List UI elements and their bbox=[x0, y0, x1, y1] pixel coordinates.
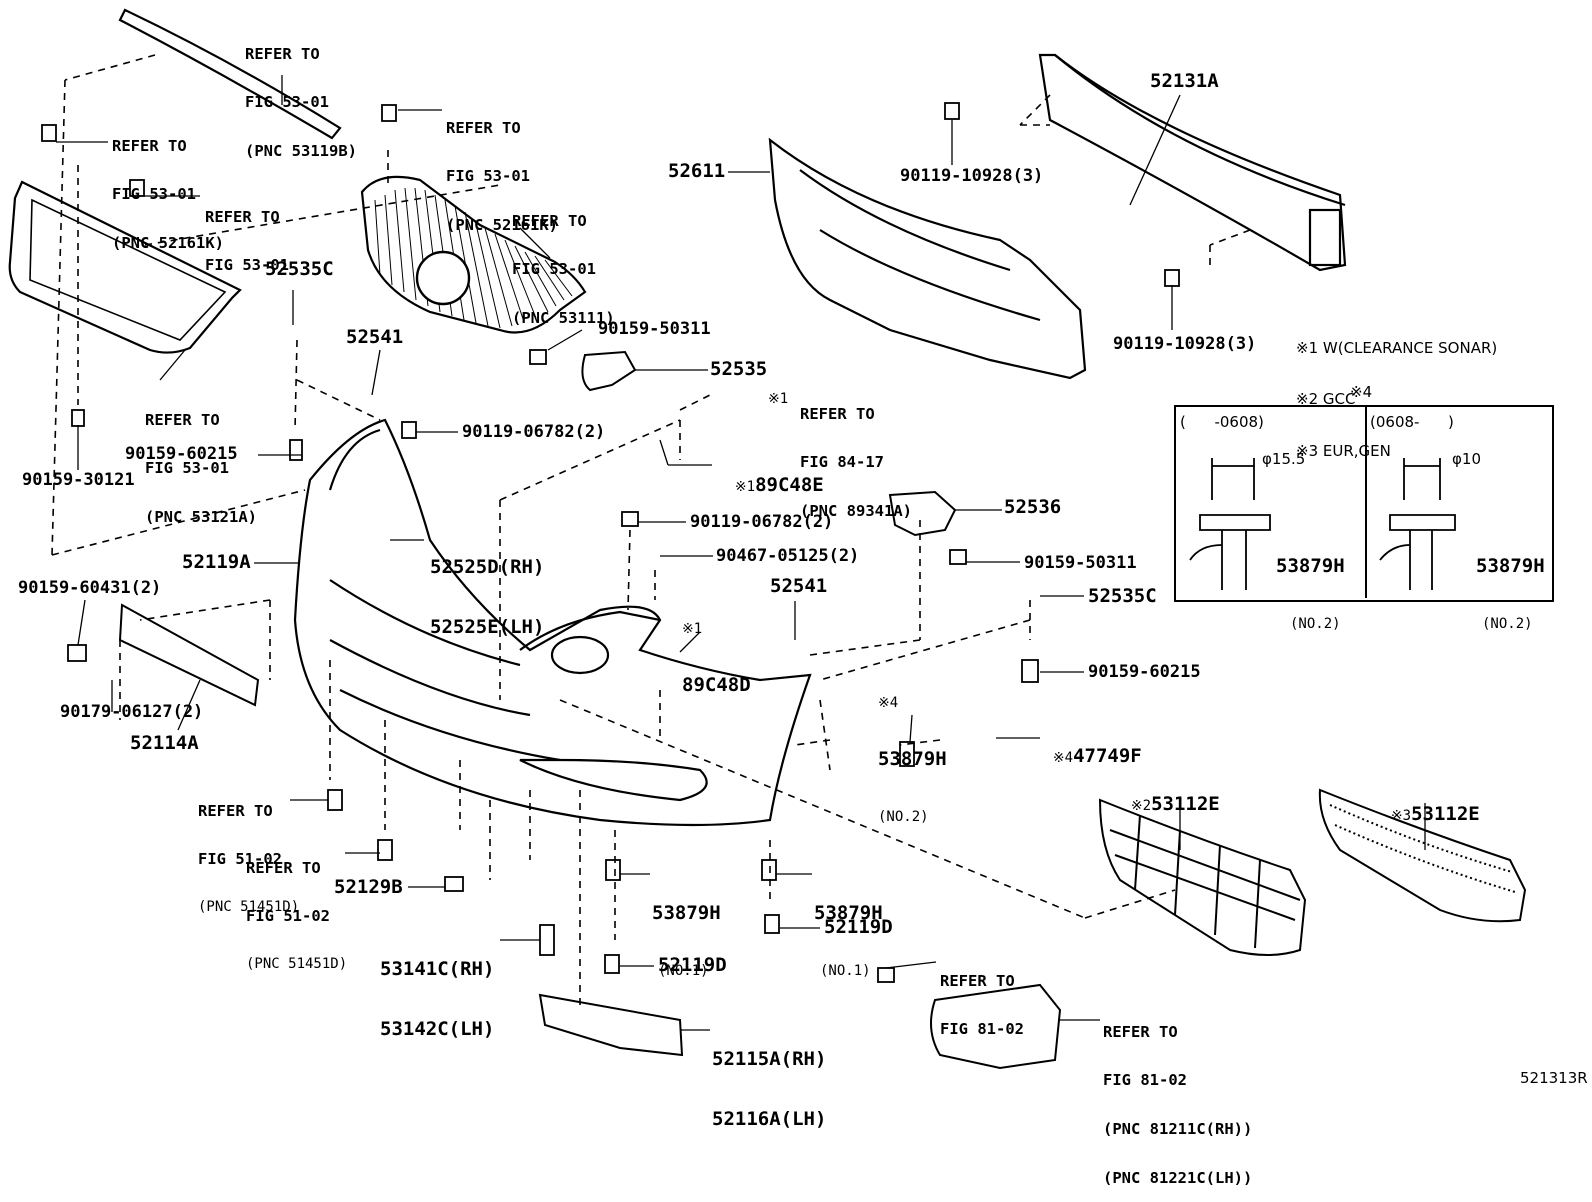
part-52536: 52536 bbox=[1004, 496, 1062, 518]
part-90159-30121: 90159-30121 bbox=[22, 470, 135, 490]
part-89C48E: ※189C48E bbox=[734, 473, 824, 496]
part-90119-06782-a: 90119-06782(2) bbox=[462, 422, 606, 442]
part-53879H-mid: ※4 53879H (NO.2) bbox=[878, 694, 947, 826]
ref-bolt-a: REFER TO FIG 51-02 (PNC 51451D) bbox=[198, 801, 300, 916]
inset-box bbox=[1174, 405, 1554, 602]
part-52129B: 52129B bbox=[334, 876, 403, 898]
part-90159-50311-top: 90159-50311 bbox=[598, 319, 711, 339]
part-89C48D: ※1 89C48D bbox=[682, 620, 751, 697]
part-90159-60215-right: 90159-60215 bbox=[1088, 662, 1201, 682]
part-47749F: ※447749F bbox=[1052, 744, 1142, 767]
grille-molding-shape bbox=[118, 8, 342, 140]
lower-grille-b-shape bbox=[1318, 788, 1527, 923]
part-52611: 52611 bbox=[668, 160, 726, 182]
license-bracket-shape bbox=[118, 603, 260, 707]
part-52541-top: 52541 bbox=[346, 326, 404, 348]
ref-clip-center: REFER TO FIG 53-01 (PNC 52161K) bbox=[446, 118, 558, 235]
diagram-id: 521313R bbox=[1520, 1069, 1588, 1087]
part-53112E-b: ※353112E bbox=[1390, 802, 1480, 825]
reinforcement-shape bbox=[1038, 53, 1347, 272]
part-90119-10928-top: 90119-10928(3) bbox=[900, 166, 1044, 186]
part-52525: 52525D(RH) 52525E(LH) bbox=[430, 555, 545, 638]
grille-shape bbox=[360, 175, 587, 334]
ref-bolt-b: REFER TO FIG 51-02 (PNC 51451D) bbox=[246, 858, 348, 973]
ref-screw-left: REFER TO FIG 53-01 bbox=[205, 207, 289, 275]
part-52119A: 52119A bbox=[182, 551, 251, 573]
parts-diagram-canvas: REFER TO FIG 53-01 (PNC 53119B) REFER TO… bbox=[8, 8, 1588, 1187]
ref-clip-left: REFER TO FIG 53-01 (PNC 52161K) bbox=[112, 136, 224, 253]
inset-right-part: 53879H (NO.2) bbox=[1476, 554, 1545, 632]
inset-left-header: ( -0608) bbox=[1180, 413, 1264, 431]
part-52535C-top: 52535C bbox=[265, 258, 334, 280]
part-90159-60431: 90159-60431(2) bbox=[18, 578, 162, 598]
ref-grille-molding: REFER TO FIG 53-01 (PNC 53119B) bbox=[245, 44, 357, 161]
ref-sonar: REFER TO FIG 84-17 (PNC 89341A) bbox=[800, 404, 912, 521]
ref-fog-lamp: REFER TO FIG 81-02 (PNC 81211C(RH)) (PNC… bbox=[1103, 1022, 1253, 1187]
ref-fog-bolt: REFER TO FIG 81-02 bbox=[940, 971, 1024, 1039]
part-90119-06782-b: 90119-06782(2) bbox=[690, 512, 834, 532]
part-90159-60215-left: 90159-60215 bbox=[125, 444, 238, 464]
lower-grille-a-shape bbox=[1098, 798, 1307, 956]
bracket-52535-shape bbox=[581, 350, 637, 392]
part-53112E-a: ※253112E bbox=[1130, 792, 1220, 815]
diagram-artwork bbox=[8, 8, 1527, 1070]
part-90467-05125: 90467-05125(2) bbox=[716, 546, 860, 566]
fog-lamp-shape bbox=[930, 983, 1062, 1070]
part-52119D-b: 52119D bbox=[658, 954, 727, 976]
part-52115A: 52115A(RH) 52116A(LH) bbox=[712, 1047, 827, 1130]
inset-title: ※4 bbox=[1350, 383, 1373, 401]
part-53879H-no1-a: 53879H (NO.1) bbox=[652, 901, 721, 979]
inset-left-dim: φ15.5 bbox=[1262, 450, 1306, 468]
inset-left-part: 53879H (NO.2) bbox=[1276, 554, 1345, 632]
part-53879H-no1-b: 53879H (NO.1) bbox=[814, 901, 883, 979]
part-52541-mid: 52541 bbox=[770, 575, 828, 597]
inset-clip-left bbox=[1189, 458, 1271, 590]
inset-right-dim: φ10 bbox=[1452, 450, 1481, 468]
part-90159-50311-right: 90159-50311 bbox=[1024, 553, 1137, 573]
ref-grille-frame: REFER TO FIG 53-01 (PNC 53121A) bbox=[145, 410, 257, 527]
mark-sonar-1: ※1 bbox=[768, 391, 789, 407]
absorber-shape bbox=[768, 137, 1087, 380]
part-52114A: 52114A bbox=[130, 732, 199, 754]
part-90179-06127: 90179-06127(2) bbox=[60, 702, 204, 722]
grille-frame-shape bbox=[8, 180, 242, 354]
inset-right-header: (0608- ) bbox=[1370, 413, 1454, 431]
bracket-52536-shape bbox=[888, 490, 957, 537]
part-52131A: 52131A bbox=[1150, 70, 1219, 92]
bumper-cover-shape bbox=[293, 418, 812, 827]
inset-clip-right bbox=[1379, 458, 1456, 590]
ref-grille: REFER TO FIG 53-01 (PNC 53111) bbox=[512, 211, 615, 328]
part-90119-10928-bottom: 90119-10928(3) bbox=[1113, 334, 1257, 354]
part-52535C-right: 52535C bbox=[1088, 585, 1157, 607]
lower-bracket-shape bbox=[538, 993, 684, 1057]
part-52535: 52535 bbox=[710, 358, 768, 380]
part-52119D-a: 52119D bbox=[824, 916, 893, 938]
part-53141C: 53141C(RH) 53142C(LH) bbox=[380, 957, 495, 1040]
notes-legend: ※1 W(CLEARANCE SONAR) ※2 GCC ※3 EUR,GEN bbox=[1296, 338, 1498, 460]
